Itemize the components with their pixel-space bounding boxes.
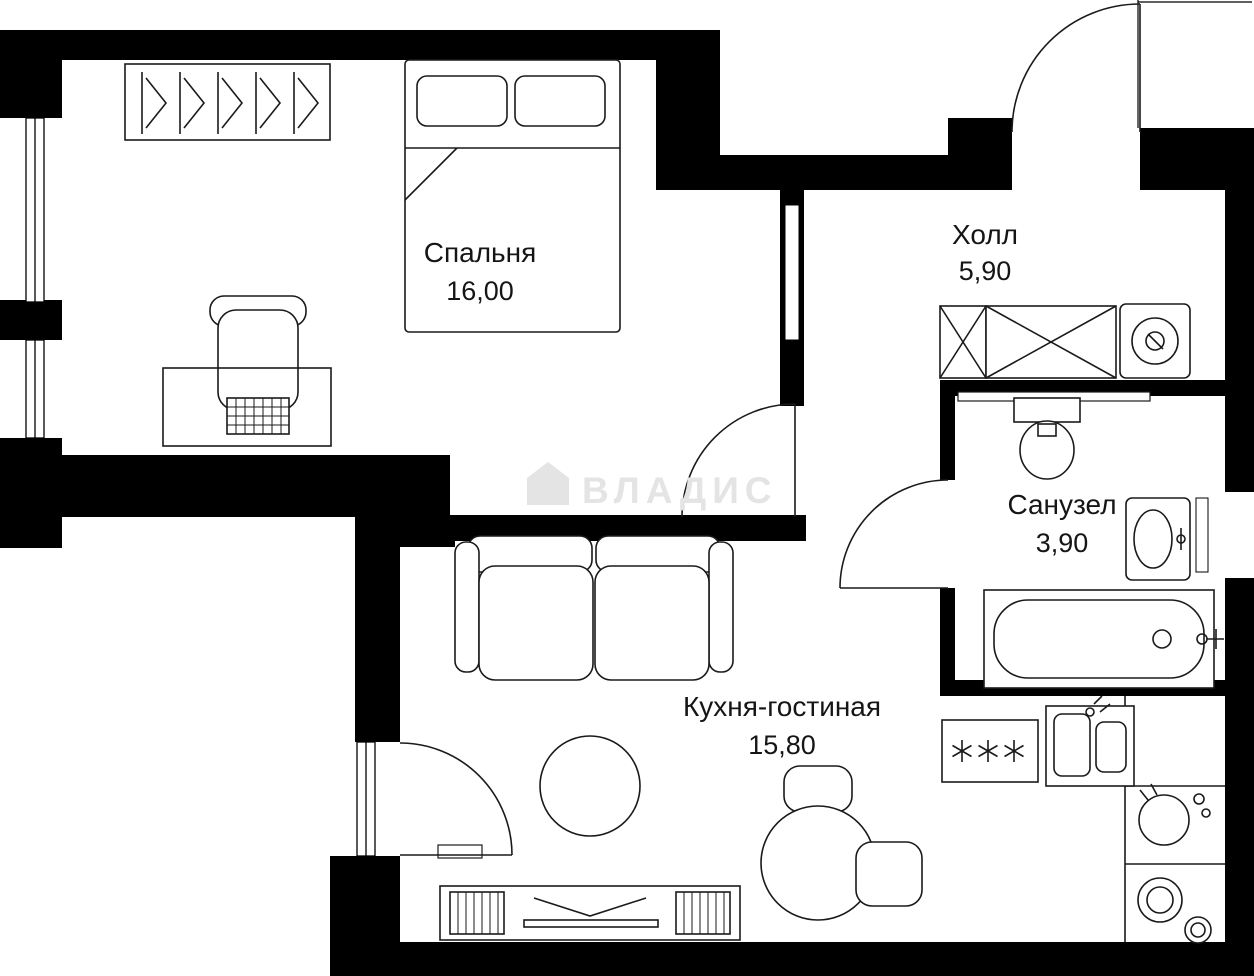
office-chair-icon [209,295,307,435]
bathroom-name: Санузел [1007,489,1116,520]
chair-icon [855,841,923,907]
bedroom-furniture [124,59,621,447]
hall-area: 5,90 [959,256,1012,286]
entrance-door-icon [1011,3,1141,133]
bedroom-name: Спальня [424,237,537,268]
windows [25,117,376,857]
window-icon [25,117,45,303]
kitchen-living-name: Кухня-гостиная [683,691,881,722]
oven-burners-icon [1137,877,1212,944]
chair-icon [783,765,853,813]
walls [0,30,1254,976]
toilet-icon [1013,397,1081,480]
washbasin-icon [1125,497,1191,581]
dining-table-icon [760,765,923,921]
washing-machine-icon [1119,303,1191,379]
bathroom-area: 3,90 [1036,528,1089,558]
hall-furniture [939,303,1191,379]
living-furniture [439,535,923,941]
doors [399,3,1141,859]
house-icon [527,462,569,505]
desk-icon [162,367,332,447]
double-bed-icon [404,59,621,333]
window-icon [25,339,45,439]
window-icon [356,741,376,857]
bathroom-fixtures [957,391,1224,689]
balcony-door-icon [399,742,513,859]
wall-niches [784,204,1254,578]
round-table-icon [539,735,641,837]
bathtub-icon [983,589,1224,689]
tv-stand-icon [439,885,741,941]
hanger-wardrobe-icon [124,63,331,141]
hob-burners-icon [941,719,1039,783]
sofa-icon [454,535,734,681]
watermark-text: ВЛАДИС [582,470,778,511]
room-labels: Спальня 16,00 Холл 5,90 Санузел 3,90 Кух… [424,219,1117,760]
watermark: ВЛАДИС [527,462,778,511]
kitchen-living-area: 15,80 [748,730,816,760]
round-bowl-sink-icon [1138,783,1211,846]
kitchen-fixtures [941,695,1225,944]
bedroom-door-icon [681,403,796,518]
bathroom-door-icon [839,479,949,589]
kitchen-sink-icon [1045,695,1135,787]
closet-x-icon [939,305,1117,379]
bedroom-area: 16,00 [446,276,514,306]
exterior-outline [1137,0,1252,128]
hall-name: Холл [952,219,1018,250]
